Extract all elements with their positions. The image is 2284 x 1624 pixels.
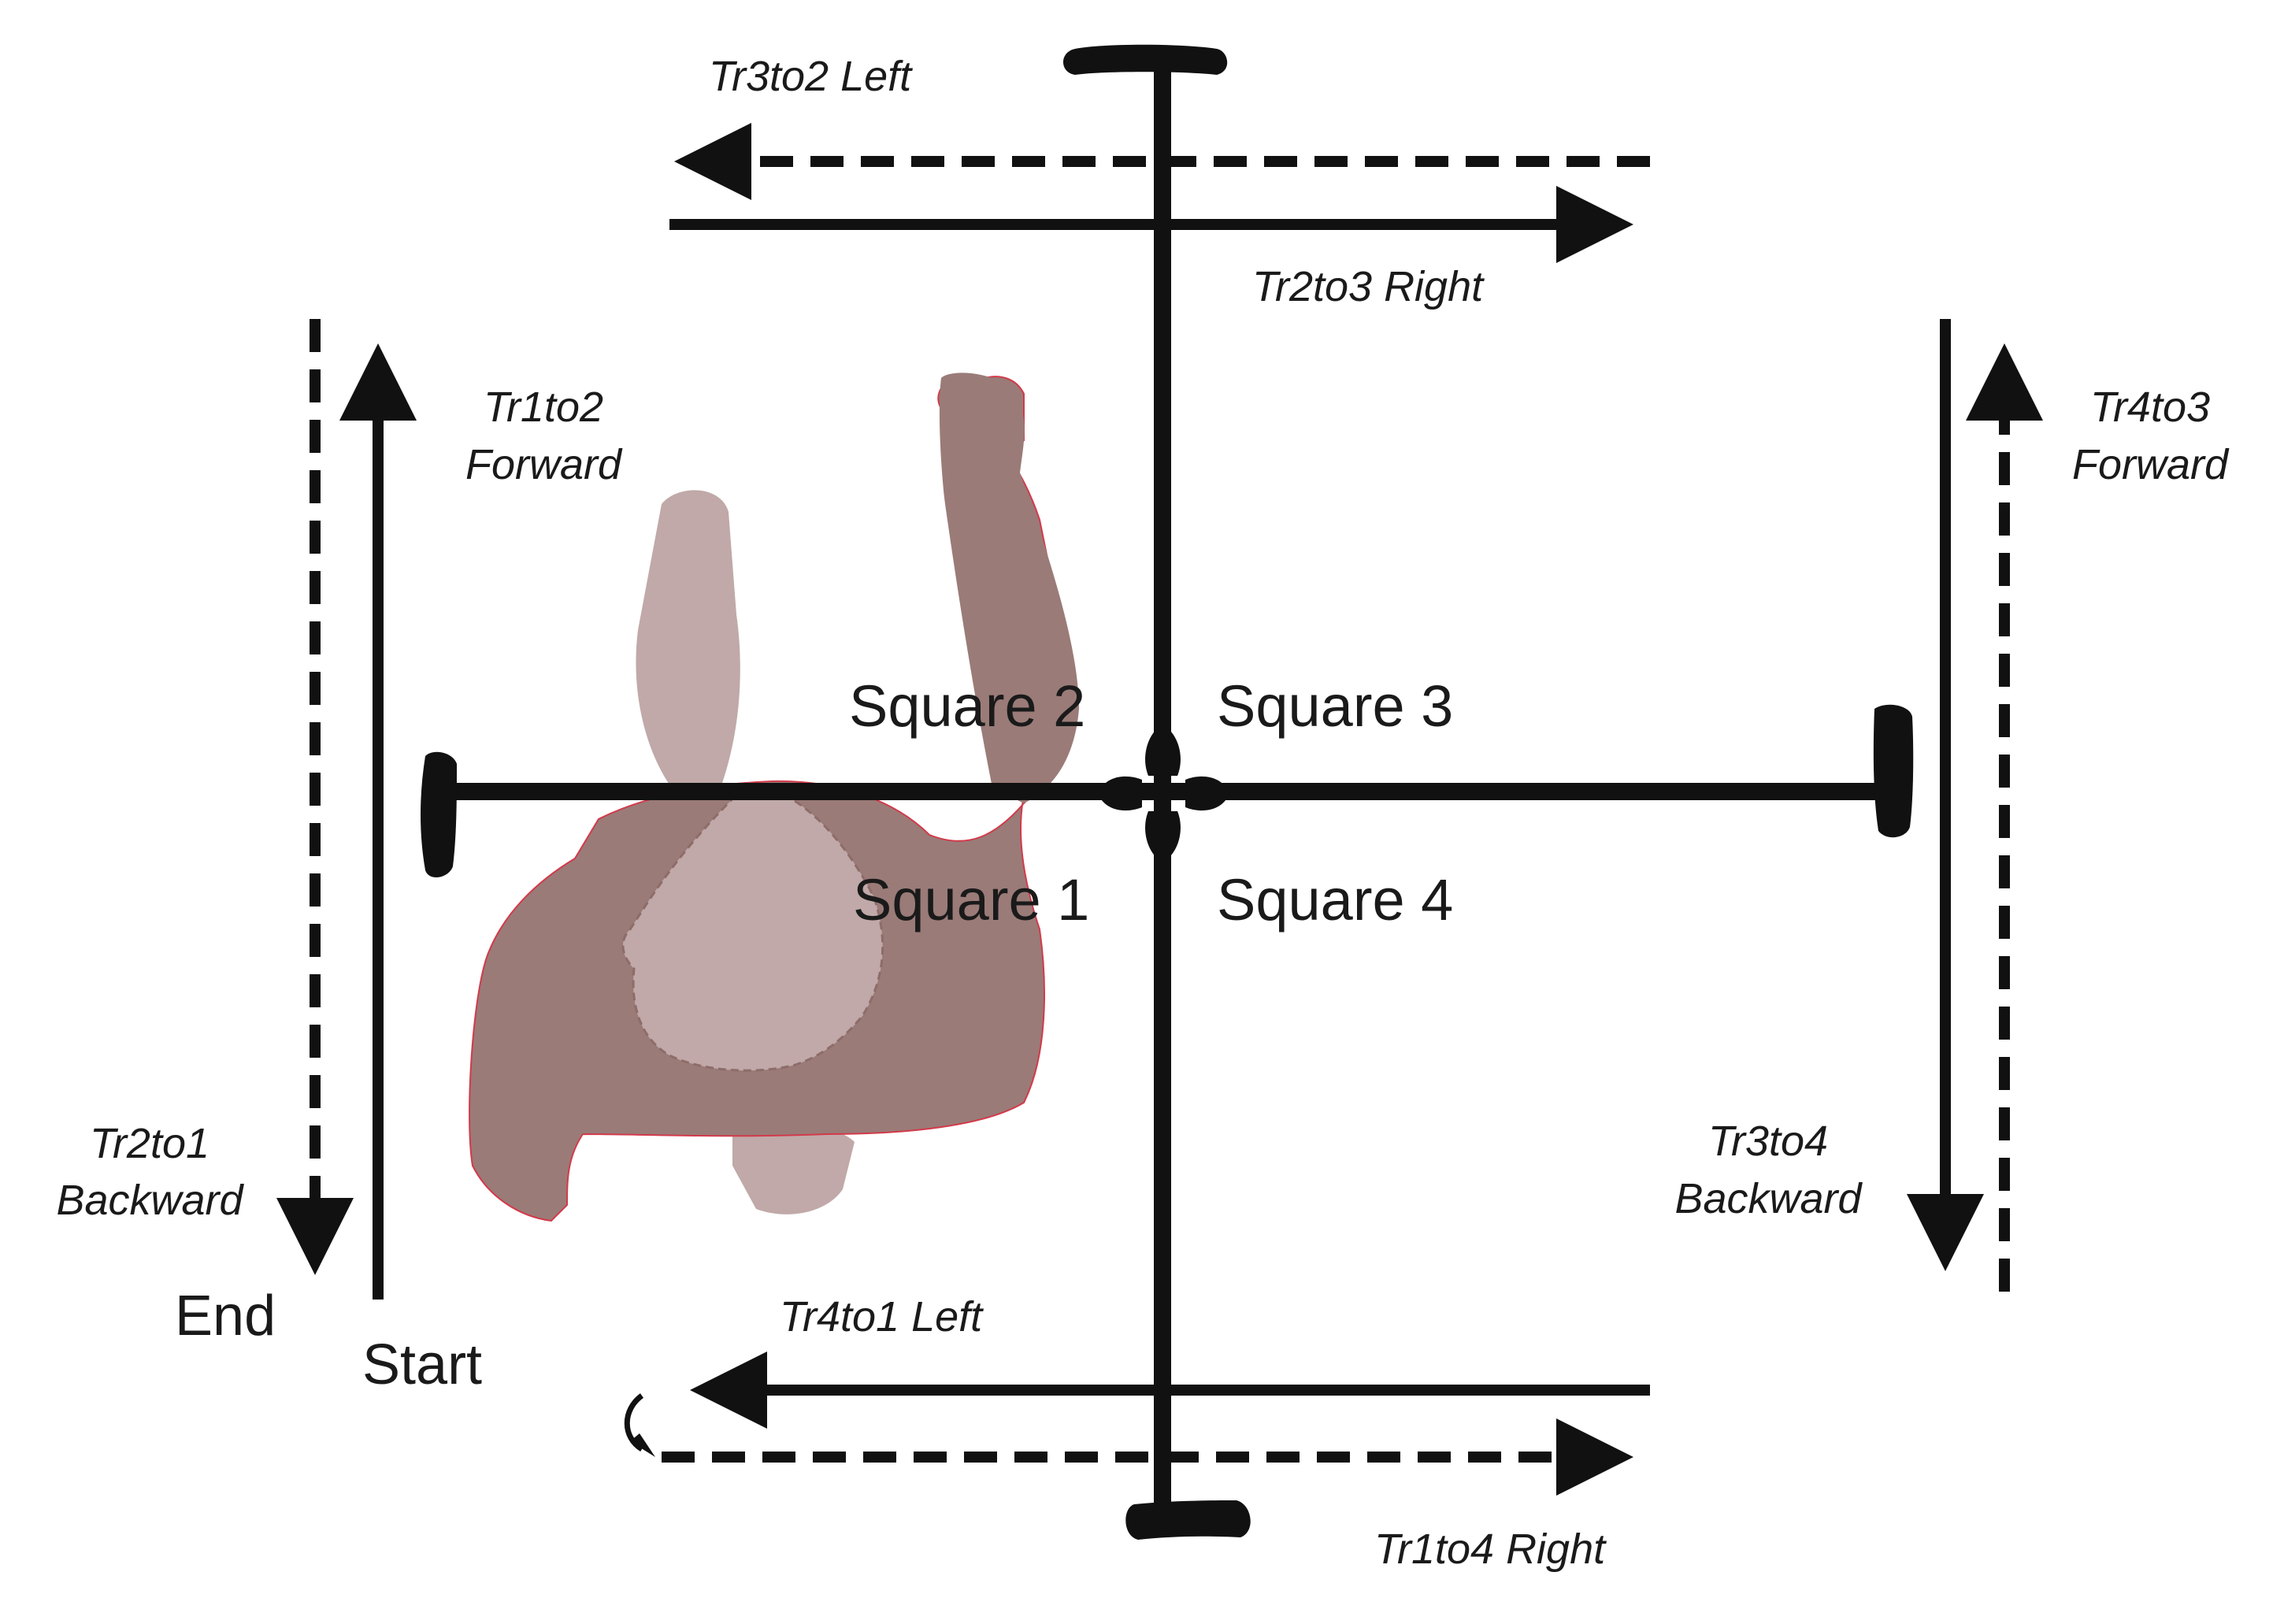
top-crutch-handle <box>1063 44 1228 75</box>
start-label: Start <box>362 1333 482 1396</box>
end-label: End <box>175 1285 276 1348</box>
label-tr1to2-line1: Tr1to2 <box>484 384 603 431</box>
square-4-label: Square 4 <box>1217 867 1453 933</box>
center-tip-bottom <box>1145 811 1181 862</box>
center-tip-left <box>1099 776 1142 811</box>
square-labels: Square 2 Square 3 Square 1 Square 4 <box>849 673 1453 933</box>
right-leg-lower <box>732 1122 855 1214</box>
head <box>621 782 884 1072</box>
crutch-cross <box>421 44 1914 1540</box>
label-tr2to1-line1: Tr2to1 <box>90 1120 209 1167</box>
label-tr2to1-line2: Backward <box>56 1177 244 1224</box>
label-tr4to1: Tr4to1 Left <box>780 1293 984 1340</box>
square-3-label: Square 3 <box>1217 673 1453 739</box>
label-tr2to3: Tr2to3 Right <box>1252 263 1485 310</box>
label-tr3to2: Tr3to2 Left <box>709 53 913 100</box>
turn-arrow-head <box>630 1433 655 1457</box>
label-tr1to2-line2: Forward <box>465 441 623 488</box>
square-2-label: Square 2 <box>849 673 1085 739</box>
left-crutch-handle <box>421 751 457 878</box>
center-tip-right <box>1185 776 1229 811</box>
center-tip-top <box>1145 725 1181 776</box>
label-tr4to3-line2: Forward <box>2072 441 2230 488</box>
label-tr3to4-line2: Backward <box>1674 1175 1863 1222</box>
left-leg <box>636 490 740 795</box>
horizontal-crutch <box>429 783 1886 800</box>
label-tr3to4-line1: Tr3to4 <box>1708 1118 1828 1165</box>
label-tr1to4: Tr1to4 Right <box>1374 1526 1607 1573</box>
raised-arm <box>939 373 1079 803</box>
transition-labels: Tr3to2 Left Tr2to3 Right Tr1to2 Forward … <box>56 53 2230 1573</box>
bottom-crutch-handle <box>1125 1500 1251 1540</box>
start-end-labels: End Start <box>175 1285 482 1396</box>
transition-arrows <box>276 123 2043 1496</box>
square-1-label: Square 1 <box>853 867 1089 933</box>
right-crutch-handle <box>1873 704 1914 838</box>
label-tr4to3-line1: Tr4to3 <box>2090 384 2210 431</box>
